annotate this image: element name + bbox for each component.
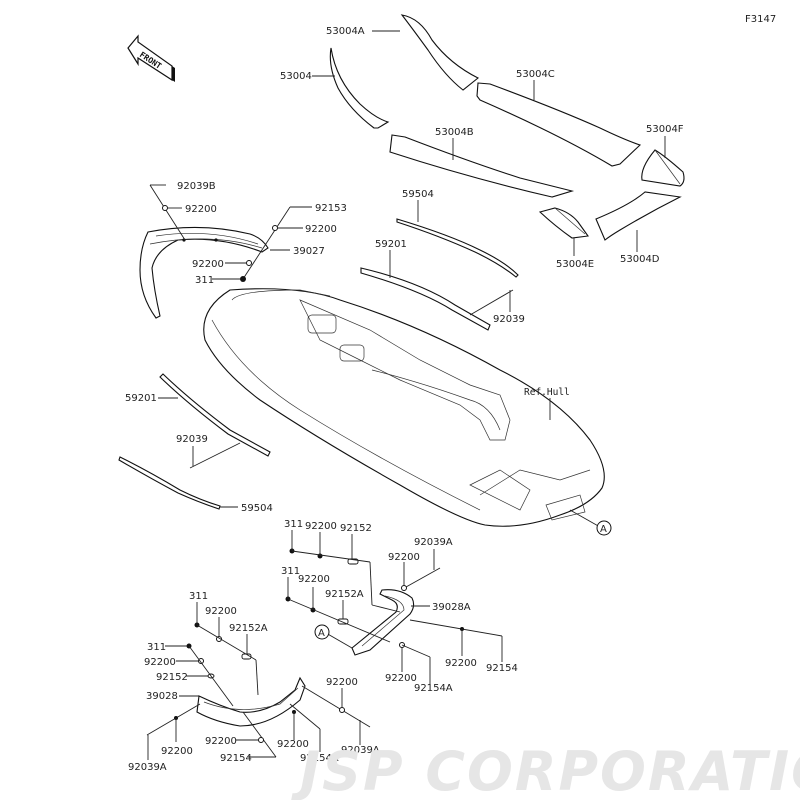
decal-53004E[interactable] — [538, 207, 589, 239]
reference-mark-a-bracket: A — [314, 624, 330, 640]
label-92200-j: 92200 — [205, 736, 237, 747]
label-59201-left: 59201 — [125, 393, 157, 404]
label-53004A: 53004A — [326, 26, 365, 37]
label-53004E: 53004E — [556, 259, 594, 270]
trim-59504-left[interactable] — [118, 456, 221, 510]
label-92200-n: 92200 — [385, 673, 417, 684]
label-92200-i: 92200 — [161, 746, 193, 757]
label-92200-e: 92200 — [388, 552, 420, 563]
label-39028: 39028 — [146, 691, 178, 702]
hull[interactable] — [203, 288, 605, 527]
label-92152-b: 92152 — [156, 672, 188, 683]
label-59504-top: 59504 — [402, 189, 434, 200]
watermark: JSP CORPORATION — [291, 740, 800, 800]
label-311-c: 311 — [281, 566, 300, 577]
bracket-39028A[interactable] — [351, 589, 415, 656]
label-311-d: 311 — [189, 591, 208, 602]
label-92200-h: 92200 — [144, 657, 176, 668]
label-53004C: 53004C — [516, 69, 555, 80]
label-92154A-a: 92154A — [300, 753, 339, 764]
label-311-b: 311 — [284, 519, 303, 530]
decal-53004B[interactable] — [389, 134, 575, 198]
label-92152A-a: 92152A — [325, 589, 364, 600]
trim-59504-top[interactable] — [396, 218, 519, 278]
label-311-a: 311 — [195, 275, 214, 286]
label-92154-a: 92154 — [220, 753, 252, 764]
label-53004: 53004 — [280, 71, 312, 82]
rail-fasteners — [149, 184, 312, 282]
decal-53004D[interactable] — [595, 191, 682, 241]
bracket-39028-fasteners — [146, 602, 371, 760]
reference-mark-a-hull: A — [596, 520, 612, 536]
label-39027: 39027 — [293, 246, 325, 257]
label-92039A-a: 92039A — [414, 537, 453, 548]
watermark-text: JSP CORPORATION — [291, 740, 800, 800]
label-92200-f: 92200 — [298, 574, 330, 585]
label-92039A-b: 92039A — [341, 745, 380, 756]
label-92200-b: 92200 — [305, 224, 337, 235]
label-92039B: 92039B — [177, 181, 216, 192]
decal-53004[interactable] — [329, 47, 390, 129]
label-92154A-b: 92154A — [414, 683, 453, 694]
label-59504-left: 59504 — [241, 503, 273, 514]
label-92153: 92153 — [315, 203, 347, 214]
bracket-39028A-fasteners — [285, 530, 503, 684]
label-53004B: 53004B — [435, 127, 474, 138]
label-92200-m: 92200 — [445, 658, 477, 669]
label-53004F: 53004F — [646, 124, 684, 135]
label-92152A-b: 92152A — [229, 623, 268, 634]
rail-59201-left[interactable] — [159, 373, 271, 457]
label-92200-k: 92200 — [277, 739, 309, 750]
label-92200-g: 92200 — [205, 606, 237, 617]
label-92039A-c: 92039A — [128, 762, 167, 773]
rail-59201-top[interactable] — [360, 267, 491, 331]
label-92154-b: 92154 — [486, 663, 518, 674]
figure-code: F3147 — [745, 14, 776, 25]
label-59201-top: 59201 — [375, 239, 407, 250]
label-92200-l: 92200 — [326, 677, 358, 688]
decal-53004F[interactable] — [641, 149, 685, 187]
grab-rail-39027[interactable] — [139, 226, 269, 319]
reference-mark-a-bracket-label: A — [318, 628, 325, 639]
bracket-39028[interactable] — [196, 676, 306, 727]
decal-53004C[interactable] — [476, 82, 642, 167]
decal-53004A[interactable] — [400, 14, 480, 91]
label-ref-hull: Ref.Hull — [524, 387, 570, 398]
label-39028A: 39028A — [432, 602, 471, 613]
label-311-e: 311 — [147, 642, 166, 653]
label-92200-c: 92200 — [192, 259, 224, 270]
label-92039-top: 92039 — [493, 314, 525, 325]
front-arrow-icon: FRONT — [127, 34, 175, 82]
label-92200-a: 92200 — [185, 204, 217, 215]
label-92152-a: 92152 — [340, 523, 372, 534]
label-53004D: 53004D — [620, 254, 660, 265]
label-92039-left: 92039 — [176, 434, 208, 445]
reference-mark-a-hull-label: A — [600, 524, 607, 535]
label-92200-d: 92200 — [305, 521, 337, 532]
